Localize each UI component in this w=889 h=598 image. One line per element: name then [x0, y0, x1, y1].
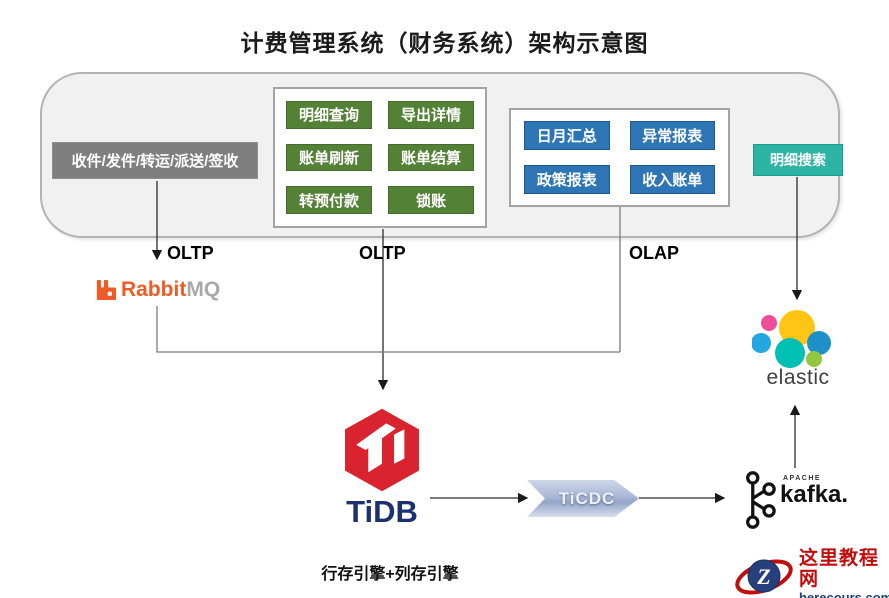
kafka-logo: APACHE kafka.: [780, 475, 848, 507]
page-title: 计费管理系统（财务系统）架构示意图: [240, 30, 649, 56]
oltp-actions-panel: 明细查询 导出详情 账单刷新 账单结算 转预付款 锁账: [273, 87, 487, 228]
kafka-wordmark: kafka.: [780, 481, 849, 508]
watermark-site-name: 这里教程网: [799, 548, 880, 590]
tidb-wordmark: TiDB: [346, 494, 418, 529]
action-box: 导出详情: [388, 101, 474, 129]
olap-reports-panel: 日月汇总 异常报表 政策报表 收入账单: [509, 108, 730, 207]
svg-text:Z: Z: [756, 564, 770, 589]
ticdc-label: TiCDC: [558, 488, 616, 508]
elastic-wordmark: elastic: [766, 366, 830, 389]
action-box: 转预付款: [286, 186, 372, 214]
storage-engine-note: 行存引擎+列存引擎: [321, 566, 459, 583]
olap-label: OLAP: [629, 243, 680, 263]
source-events-box: 收件/发件/转运/派送/签收: [52, 142, 258, 179]
tidb-cube-icon: [339, 408, 425, 492]
action-box: 明细查询: [286, 101, 372, 129]
action-box: 锁账: [388, 186, 474, 214]
oltp-label-center: OLTP: [359, 243, 406, 263]
watermark-logo-icon: Z: [735, 553, 797, 598]
rabbitmq-logo: RabbitMQ: [96, 278, 220, 302]
kafka-icon: [741, 471, 779, 529]
watermark-site-domain: herecours.com: [799, 589, 889, 598]
elastic-cluster-icon: [752, 306, 844, 368]
report-box: 政策报表: [524, 165, 610, 194]
rabbitmq-icon: [96, 280, 116, 300]
report-box: 日月汇总: [524, 121, 610, 150]
action-box: 账单刷新: [286, 143, 372, 172]
oltp-label-left: OLTP: [167, 243, 214, 263]
report-box: 收入账单: [629, 165, 715, 194]
rabbitmq-wordmark: RabbitMQ: [121, 278, 221, 301]
bus-rabbitmq-to-center: [156, 306, 620, 353]
watermark: Z 这里教程网 herecours.com: [735, 548, 889, 598]
ticdc-arrow-shape: TiCDC: [527, 480, 639, 517]
report-box: 异常报表: [629, 121, 715, 150]
detail-search-box: 明细搜索: [753, 144, 843, 176]
action-box: 账单结算: [388, 143, 474, 172]
kafka-apache-label: APACHE: [783, 475, 822, 482]
